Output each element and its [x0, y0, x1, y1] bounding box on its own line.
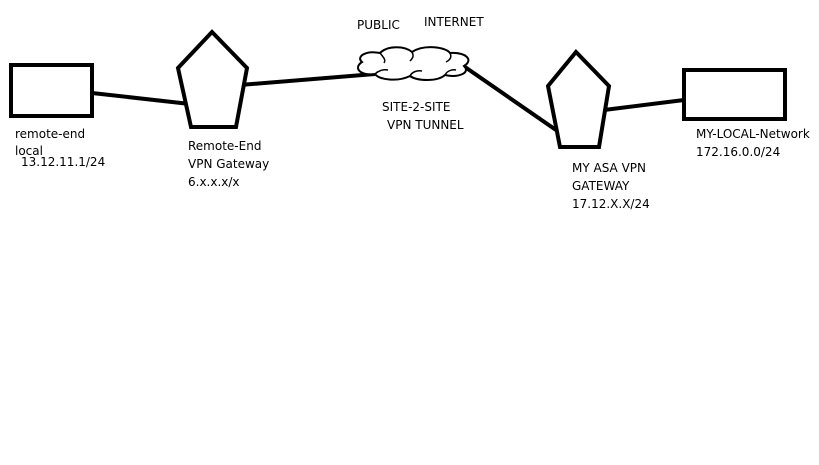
internet-cloud-icon — [357, 46, 470, 81]
link-cloud-to-asa-gateway — [463, 65, 558, 132]
asa-gateway-pentagon — [545, 49, 612, 149]
remote-gateway-label-line2: VPN Gateway — [188, 157, 270, 171]
tunnel-label-line1: SITE-2-SITE — [382, 100, 451, 114]
remote-local-box — [9, 63, 94, 118]
cloud-label-public: PUBLIC — [357, 18, 400, 32]
remote-gateway-label-line1: Remote-End — [188, 139, 262, 153]
remote-gateway-pentagon — [175, 29, 250, 129]
tunnel-label-line2: VPN TUNNEL — [387, 118, 464, 132]
remote-local-label-line1: remote-end — [15, 127, 86, 141]
asa-gateway-label-line2: GATEWAY — [572, 179, 630, 193]
link-remote-local-to-remote-gateway — [91, 91, 191, 106]
remote-local-subnet: 13.12.11.1/24 — [21, 155, 106, 169]
local-network-label: MY-LOCAL-Network — [696, 127, 810, 141]
asa-gateway-address: 17.12.X.X/24 — [572, 197, 650, 211]
link-asa-gateway-to-local-network — [603, 98, 685, 112]
asa-gateway-label-line1: MY ASA VPN — [572, 161, 646, 175]
local-network-subnet: 172.16.0.0/24 — [696, 145, 781, 159]
link-remote-gateway-to-cloud — [239, 72, 376, 87]
local-network-box — [682, 68, 787, 121]
cloud-label-internet: INTERNET — [424, 15, 484, 29]
remote-local-label-line2: local — [15, 144, 43, 158]
remote-gateway-address: 6.x.x.x/x — [188, 175, 240, 189]
